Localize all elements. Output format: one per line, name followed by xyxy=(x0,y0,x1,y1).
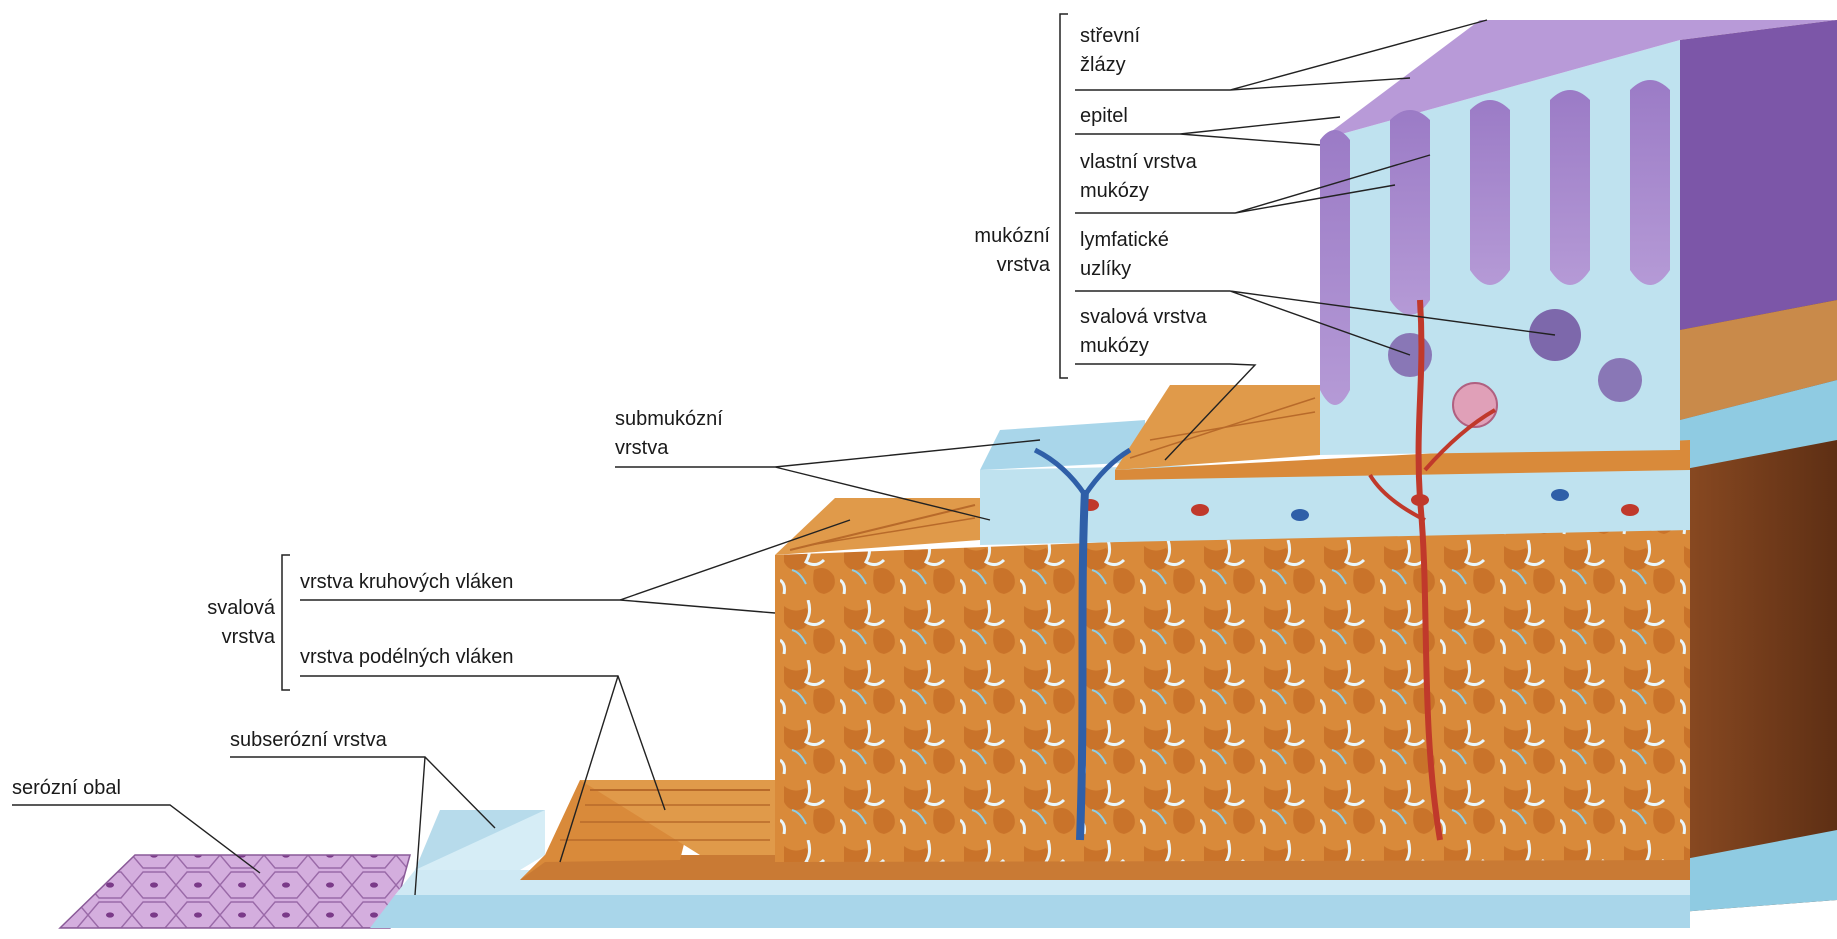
mukozni-bracket xyxy=(1060,14,1068,378)
label-vrstva-podelnych-vlaken: vrstva podélných vláken xyxy=(300,643,513,672)
circular-muscle-layer xyxy=(775,498,1690,862)
label-serozni-obal: serózní obal xyxy=(12,774,121,803)
svalova-bracket xyxy=(282,555,290,690)
label-vrstva-kruhovych-vlaken: vrstva kruhových vláken xyxy=(300,568,513,597)
label-epitel: epitel xyxy=(1080,102,1128,131)
right-side-face xyxy=(1680,20,1837,912)
serosa-layer xyxy=(60,855,410,928)
label-subserozni-vrstva: subserózní vrstva xyxy=(230,726,387,755)
leader-kruhovych xyxy=(300,520,850,613)
